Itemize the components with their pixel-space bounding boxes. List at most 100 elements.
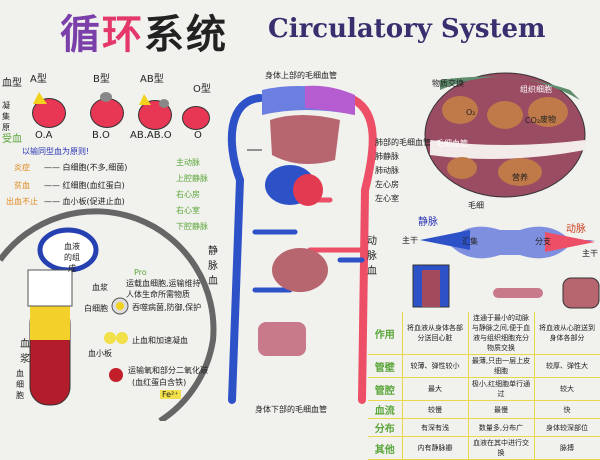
vein-cell: 较慢 — [402, 400, 469, 419]
nutrient-label: 营养 — [512, 173, 528, 182]
disease-cause: —— 红细胞(血红蛋白) — [44, 181, 125, 190]
disease-name: 出血不止 — [6, 197, 38, 206]
type-ab: AB型 — [140, 74, 164, 85]
vein-cell: 有深有浅 — [402, 418, 469, 437]
blood-type-label: 血型 — [2, 78, 22, 89]
capillary-cell: 血液在其中进行交换 — [468, 436, 535, 460]
plasma-label: 血浆 — [20, 339, 30, 365]
antigen-a-icon — [33, 92, 47, 104]
magnifier-lens-outline — [0, 208, 217, 421]
rbc-function: 运输氧和部分二氧化碳 — [128, 366, 208, 375]
table-row: 管壁较薄、弹性较小最薄,只由一层上皮细胞较厚、弹性大 — [368, 354, 600, 378]
trunk-label-artery: 主干 — [582, 249, 598, 258]
vein-cell: 将血液从身体各部分送回心脏 — [402, 312, 469, 355]
principle-note: 以输同型血为原则! — [22, 147, 90, 156]
cause-text: 血小板(促进止血) — [62, 197, 125, 206]
blood-composition-title: 血液的组成 — [64, 242, 80, 273]
row-header: 其他 — [368, 436, 403, 460]
antigen-b-icon — [100, 92, 112, 102]
venous-blood-label: 静脉血 — [208, 246, 218, 287]
vein-label: 静脉 — [418, 217, 438, 228]
wbc-function: 吞噬病菌,防御,保护 — [132, 303, 202, 312]
tissue-label: 组织细胞 — [520, 85, 552, 94]
label-pulmonary-artery: 肺动脉 — [375, 166, 399, 175]
antigen-label: 凝集原 — [2, 101, 10, 132]
red-cell-o — [182, 106, 210, 130]
vein-cell: 内有静脉瓣 — [402, 436, 469, 460]
table-row: 作用将血液从身体各部分送回心脏连通于最小的动脉与静脉之间,便于血液与组织细胞充分… — [368, 312, 600, 355]
iron-label: Fe²⁺ — [160, 390, 181, 399]
co2-label: CO₂ — [525, 116, 541, 125]
lower-capillaries — [258, 322, 306, 356]
platelet-label: 血小板 — [88, 349, 112, 358]
label-pulmonary-vein: 肺静脉 — [375, 152, 399, 161]
antigen-a-icon — [139, 94, 151, 105]
test-tube — [27, 269, 73, 406]
waste-label: 废物 — [540, 115, 556, 124]
receive-b: B.O — [92, 130, 110, 141]
heart-left-labels: 主动脉 上腔静脉 右心房 右心室 下腔静脉 — [176, 155, 208, 235]
heart-right-labels: 肺部的毛细血管 肺静脉 肺动脉 左心房 左心室 — [375, 136, 431, 206]
title-char: 环 — [102, 12, 144, 58]
label-left-atrium: 左心房 — [375, 180, 399, 189]
trunk-label-vein: 主干 — [402, 236, 418, 245]
title-char: 系 — [144, 12, 186, 58]
wbc-label: 白细胞 — [84, 304, 108, 313]
label-superior-vena-cava: 上腔静脉 — [176, 174, 208, 183]
capillary-cell: 极小,红细胞单行通过 — [468, 377, 535, 401]
plasma-item: 血浆 — [92, 283, 108, 292]
merge-label: 汇集 — [462, 237, 478, 246]
vessel-comparison-table: 作用将血液从身体各部分送回心脏连通于最小的动脉与静脉之间,便于血液与组织细胞充分… — [368, 312, 600, 460]
label-aorta: 主动脉 — [176, 158, 200, 167]
cells-label: 血细胞 — [16, 369, 24, 400]
receive-a: O.A — [35, 130, 53, 141]
type-o: O型 — [193, 84, 211, 95]
cause-text: 白细胞(不多,细菌) — [62, 163, 128, 172]
label-pulmonary-capillaries: 肺部的毛细血管 — [375, 138, 431, 147]
row-header: 管腔 — [368, 377, 403, 401]
artery-cell: 快 — [534, 400, 600, 419]
row-header: 血流 — [368, 400, 403, 419]
capillary-cell: 数量多,分布广 — [468, 418, 535, 437]
illustrations — [0, 72, 600, 421]
disease-name: 贫血 — [14, 181, 30, 190]
type-a: A型 — [30, 74, 47, 85]
artery-label: 动脉 — [566, 224, 586, 235]
exchange-title: 物质交换 — [432, 79, 464, 88]
table-row: 血流较慢最慢快 — [368, 400, 600, 419]
arterial-blood-label: 动脉血 — [367, 236, 377, 277]
upper-capillaries-label: 身体上部的毛细血管 — [265, 71, 337, 80]
cause-text: 红细胞(血红蛋白) — [62, 181, 125, 190]
title-chinese: 循环系统 — [60, 2, 228, 60]
table-row: 管腔最大极小,红细胞单行通过较大 — [368, 377, 600, 401]
rbc-note: (血红蛋白含铁) — [132, 378, 187, 387]
table-row: 分布有深有浅数量多,分布广身体较深部位 — [368, 418, 600, 437]
o2-label: O₂ — [466, 108, 476, 117]
label-right-atrium: 右心房 — [176, 190, 200, 199]
branch-label: 分支 — [535, 237, 551, 246]
lungs — [270, 115, 340, 164]
liver-organs — [272, 248, 328, 292]
artery-cell: 将血液从心脏送到身体各部分 — [534, 312, 600, 355]
receive-label: 受血 — [2, 134, 22, 145]
artery-cell: 较厚、弹性大 — [534, 354, 600, 378]
title-char: 统 — [186, 12, 228, 58]
receive-o: O — [194, 130, 202, 141]
vein-cell: 最大 — [402, 377, 469, 401]
cap-label: 毛细 — [468, 201, 484, 210]
disease-cause: —— 白细胞(不多,细菌) — [44, 163, 128, 172]
capillary-cell: 连通于最小的动脉与静脉之间,便于血液与组织细胞充分物质交换 — [468, 312, 535, 355]
label-inferior-vena-cava: 下腔静脉 — [176, 222, 208, 231]
artery-section — [562, 277, 600, 309]
plasma-tag: Pro — [134, 268, 147, 277]
disease-name: 炎症 — [14, 163, 30, 172]
lower-capillaries-label: 身体下部的毛细血管 — [255, 405, 327, 414]
capillary-section — [493, 288, 543, 298]
label-right-ventricle: 右心室 — [176, 206, 200, 215]
label-left-ventricle: 左心室 — [375, 194, 399, 203]
capillary-label: 毛细血管 — [436, 139, 468, 148]
title-char: 循 — [60, 12, 102, 58]
artery-cell: 身体较深部位 — [534, 418, 600, 437]
vein-cell: 较薄、弹性较小 — [402, 354, 469, 378]
disease-cause: —— 血小板(促进止血) — [44, 197, 125, 206]
